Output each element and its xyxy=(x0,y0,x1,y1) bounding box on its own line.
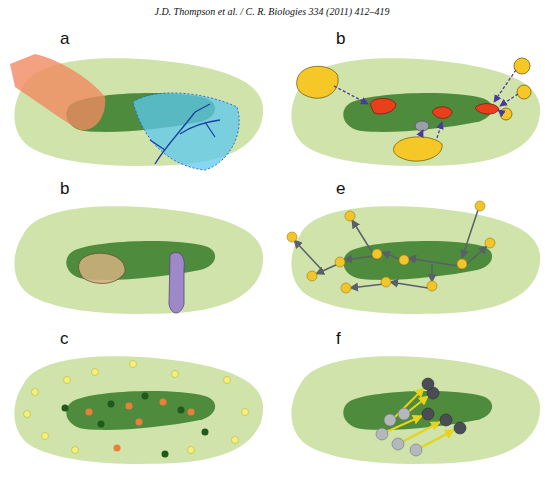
core-range xyxy=(343,93,492,132)
individuals xyxy=(287,201,495,293)
source-patches xyxy=(297,58,531,161)
panel-b2 xyxy=(14,206,263,314)
core-range xyxy=(343,391,492,430)
panel-letter: e xyxy=(336,180,345,199)
yellow-points xyxy=(24,361,249,454)
core-range xyxy=(66,391,215,430)
habitat-region xyxy=(291,58,540,166)
panel-letter: b xyxy=(336,30,345,49)
watershed xyxy=(133,93,239,170)
purple-range xyxy=(169,252,184,313)
orange-zone xyxy=(10,54,105,130)
panel-letter: a xyxy=(60,30,69,49)
tan-range xyxy=(79,253,126,283)
panel-letter: b xyxy=(60,180,69,199)
grey-patch xyxy=(415,121,429,131)
panel-letter: f xyxy=(336,330,341,349)
dispersal-arrows xyxy=(334,70,518,138)
current-positions xyxy=(422,378,466,434)
habitat-region xyxy=(291,356,540,464)
panel-c xyxy=(14,356,263,464)
habitat-region xyxy=(14,356,263,464)
core-range xyxy=(343,241,492,280)
panel-b1 xyxy=(291,58,540,166)
past-positions xyxy=(376,408,422,456)
panel-e xyxy=(287,201,540,314)
dark-green-points xyxy=(62,393,209,458)
movement-arrows xyxy=(294,210,487,288)
panel-a xyxy=(10,54,263,170)
river xyxy=(150,104,220,164)
orange-points xyxy=(86,399,195,452)
panel-letter: c xyxy=(60,330,69,349)
sink-patches xyxy=(370,98,499,118)
habitat-region xyxy=(14,206,263,314)
panel-f xyxy=(291,356,540,464)
habitat-region xyxy=(291,206,540,314)
running-head: J.D. Thompson et al. / C. R. Biologies 3… xyxy=(154,6,389,17)
